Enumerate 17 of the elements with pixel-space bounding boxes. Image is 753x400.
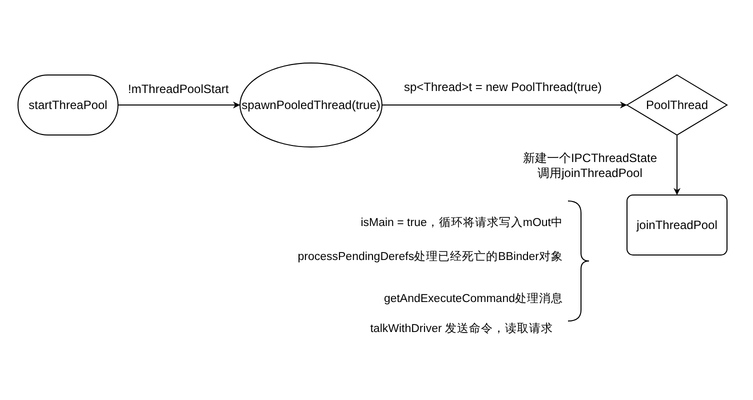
arrow [382,102,628,108]
node-label: joinThreadPool [636,218,718,232]
note-text: isMain = true，循环将请求写入mOut中 [360,216,563,230]
note-text: talkWithDriver 发送命令，读取请求 [370,322,553,336]
edge-label: !mThreadPoolStart [128,82,229,96]
process-ellipse [240,63,382,147]
node-label: spawnPooledThread(true) [242,98,380,112]
decision-diamond [627,75,727,135]
arrow [118,102,240,108]
note-text: getAndExecuteCommand处理消息 [384,292,563,306]
arrow [674,134,680,196]
terminal-shape [18,75,118,135]
edge-label: sp<Thread>t = new PoolThread(true) [404,80,602,94]
note-text: processPendingDerefs处理已经死亡的BBinder对象 [298,249,563,264]
process-box [627,195,727,255]
node-label: startThreaPool [28,98,108,112]
node-label: PoolThread [646,98,708,112]
